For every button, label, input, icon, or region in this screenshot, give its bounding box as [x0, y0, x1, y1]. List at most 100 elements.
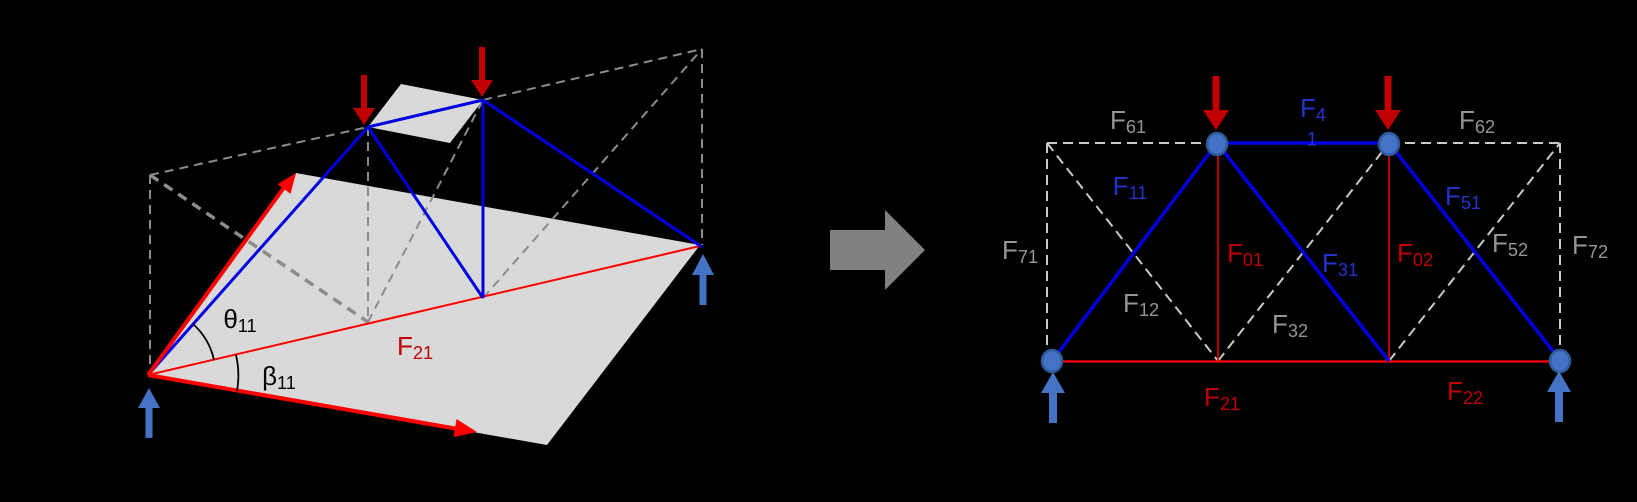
label-f22: F22 [1446, 376, 1483, 407]
label-f41-sub: 4 [1315, 105, 1327, 126]
load-arrows-2d [1203, 76, 1401, 130]
label-f52: F52 [1491, 228, 1528, 259]
up-arrow-icon [692, 254, 714, 275]
label-f02-sub: 02 [1412, 250, 1434, 271]
label-f31-sub: 31 [1337, 260, 1359, 281]
down-arrow-icon [471, 80, 493, 97]
blue-members [1050, 141, 1562, 363]
label-f61-main: F [1109, 105, 1126, 135]
member-f52-line [1388, 142, 1561, 362]
label-theta11: θ11 [223, 304, 256, 335]
label-f41-sub2: 1 [1306, 129, 1318, 151]
label-f11-sub: 11 [1128, 183, 1148, 204]
label-f52-sub: 52 [1507, 240, 1529, 261]
label-f02: F02 [1396, 238, 1433, 269]
label-f01: F01 [1226, 238, 1263, 269]
label-f71-main: F [1001, 235, 1018, 265]
dashed-top-edge-right [482, 48, 703, 101]
label-f12-sub: 12 [1138, 300, 1160, 321]
label-f72-sub: 72 [1587, 242, 1609, 263]
member-f31-3d [366, 126, 485, 299]
label-theta11-main: θ [223, 304, 238, 334]
member-f21-3d-line [147, 245, 701, 376]
label-beta11: β11 [262, 361, 296, 392]
label-f21-2d: F21 [1203, 382, 1240, 413]
label-f31-main: F [1321, 248, 1338, 278]
member-f31-line [1215, 141, 1391, 363]
label-f32-main: F [1271, 309, 1288, 339]
label-f61-sub: 61 [1125, 117, 1147, 138]
label-f72-main: F [1571, 230, 1588, 260]
label-f62: F62 [1458, 105, 1495, 136]
right-2d-truss [1040, 76, 1572, 423]
label-f41-line1: F4 [1299, 93, 1326, 124]
label-f52-main: F [1491, 228, 1508, 258]
left-3d-view [138, 47, 714, 445]
member-f51-3d [482, 98, 703, 249]
label-f11: F11 [1112, 171, 1148, 202]
member-f11-line [1050, 141, 1219, 363]
label-f01-main: F [1226, 238, 1243, 268]
down-arrow-icon [1375, 110, 1401, 130]
label-f01-sub: 01 [1242, 250, 1264, 271]
label-f22-sub: 22 [1462, 388, 1484, 409]
node-top-left [1205, 131, 1229, 157]
down-arrow-icon [353, 108, 375, 125]
label-f21-2d-sub: 21 [1219, 394, 1241, 415]
node-bottom-left [1040, 348, 1064, 374]
truss-members-3d [146, 98, 703, 376]
label-f62-sub: 62 [1474, 117, 1496, 138]
red-members [1052, 143, 1560, 363]
label-f12-main: F [1122, 288, 1139, 318]
up-arrow-icon [138, 388, 160, 408]
down-arrow-icon [1203, 110, 1229, 130]
label-f51-sub: 51 [1460, 193, 1482, 214]
label-f21-3d-main: F [396, 331, 413, 361]
label-f71-sub: 71 [1017, 247, 1039, 268]
vector-arrow-right-head-icon [453, 419, 477, 437]
node-top-right [1377, 131, 1401, 157]
dashed-top-edge-left [149, 126, 369, 176]
label-f62-main: F [1458, 105, 1475, 135]
label-beta11-main: β [262, 361, 278, 391]
member-f32-line [1217, 142, 1390, 362]
label-f22-main: F [1446, 376, 1463, 406]
label-f61: F61 [1109, 105, 1146, 136]
label-f32-sub: 32 [1287, 321, 1309, 342]
base-plane [148, 173, 700, 445]
label-f41-line2: 1 [1307, 131, 1318, 150]
label-f11-main: F [1112, 171, 1129, 201]
member-f12-line [1046, 142, 1219, 362]
member-f51-line [1387, 141, 1562, 362]
label-f21-2d-main: F [1203, 382, 1220, 412]
red-vector-arrows [146, 173, 477, 437]
reaction-arrows-3d [138, 254, 714, 438]
dashed-diagonal-f12-thick [149, 173, 369, 324]
load-arrows-3d [353, 47, 493, 125]
label-f02-main: F [1396, 238, 1413, 268]
label-f41-main: F [1299, 93, 1316, 123]
beta-angle-arc [235, 354, 240, 392]
up-arrow-icon [1547, 371, 1571, 392]
vector-arrow-right-shaft [147, 373, 459, 431]
dashed-virtual-members [1046, 142, 1561, 362]
vector-arrow-up-shaft [146, 180, 290, 377]
label-f12: F12 [1122, 288, 1159, 319]
label-f32: F32 [1271, 309, 1308, 340]
label-f71: F71 [1001, 235, 1038, 266]
reaction-arrows-2d [1041, 371, 1571, 423]
member-f11-3d [146, 126, 370, 376]
label-f51: F51 [1444, 181, 1481, 212]
vector-arrow-up-head-icon [277, 173, 296, 194]
theta-angle-arc [192, 323, 215, 361]
member-f41-3d [367, 98, 484, 129]
truss-nodes [1040, 131, 1572, 374]
label-theta11-sub: 11 [237, 316, 257, 337]
label-f72: F72 [1571, 230, 1608, 261]
label-f21-3d-sub: 21 [412, 343, 434, 364]
label-f51-main: F [1444, 181, 1461, 211]
label-f21-3d: F21 [396, 331, 433, 362]
label-beta11-sub: 11 [277, 373, 296, 394]
